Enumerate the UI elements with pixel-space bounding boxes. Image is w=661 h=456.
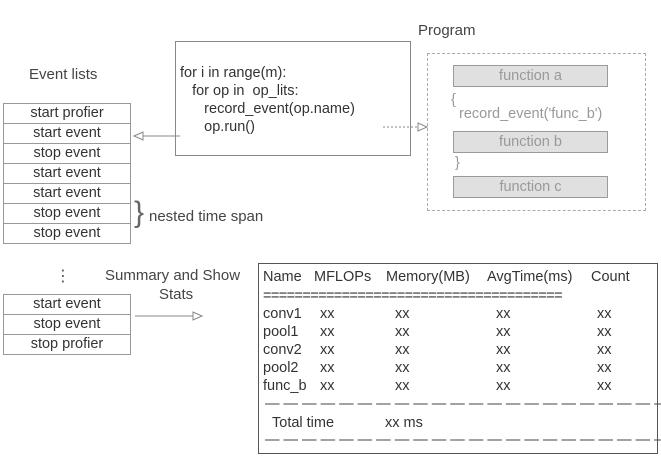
header-separator: ====================================== <box>263 288 563 304</box>
row-cell: xx <box>320 378 335 394</box>
event-list: start profier start event stop event sta… <box>3 103 131 244</box>
code-line: record_event(op.name) <box>180 101 355 117</box>
row-cell: xx <box>395 378 410 394</box>
row-name: conv1 <box>263 306 302 322</box>
row-name: func_b <box>263 378 307 394</box>
row-cell: xx <box>597 342 612 358</box>
row-name: conv2 <box>263 342 302 358</box>
program-label: Program <box>418 22 476 39</box>
nested-brace: } <box>134 196 145 229</box>
header-name: Name <box>263 269 302 285</box>
row-cell: xx <box>496 342 511 358</box>
function-a-block: function a <box>453 65 608 87</box>
row-cell: xx <box>395 360 410 376</box>
brace-close: } <box>455 155 460 171</box>
stats-table: Name MFLOPs Memory(MB) AvgTime(ms) Count… <box>258 263 661 454</box>
row-cell: xx <box>496 306 511 322</box>
arrow-to-event-list <box>132 131 180 141</box>
summary-label-line2: Stats <box>159 286 194 303</box>
event-item: stop event <box>3 223 131 244</box>
header-avgtime: AvgTime(ms) <box>487 269 573 285</box>
row-cell: xx <box>320 342 335 358</box>
summary-label-line1: Summary and Show <box>105 267 241 284</box>
row-cell: xx <box>395 306 410 322</box>
row-cell: xx <box>597 378 612 394</box>
total-time-value: xx ms <box>385 415 423 431</box>
record-event-func-b: record_event('func_b') <box>459 106 603 122</box>
header-memory: Memory(MB) <box>386 269 470 285</box>
dash-separator-bottom: — — — — — — — — — — — — — — — — — — — — … <box>265 432 661 448</box>
row-name: pool1 <box>263 324 299 340</box>
total-time-label: Total time <box>272 415 335 431</box>
row-name: pool2 <box>263 360 299 376</box>
arrow-to-program <box>383 122 429 132</box>
code-line: op.run() <box>180 119 255 135</box>
event-lists-label: Event lists <box>29 66 98 83</box>
header-count: Count <box>591 269 630 285</box>
arrow-to-stats <box>135 311 204 321</box>
row-cell: xx <box>320 306 335 322</box>
row-cell: xx <box>496 324 511 340</box>
row-cell: xx <box>320 324 335 340</box>
row-cell: xx <box>320 360 335 376</box>
code-box: for i in range(m): for op in op_lits: re… <box>175 41 411 156</box>
row-cell: xx <box>496 378 511 394</box>
row-cell: xx <box>597 360 612 376</box>
brace-open: { <box>451 92 456 108</box>
event-item: stop profier <box>3 334 131 355</box>
code-line: for i in range(m): <box>180 65 287 81</box>
nested-time-span-label: nested time span <box>149 208 264 225</box>
vertical-ellipsis: ⋮ <box>55 268 71 285</box>
dash-separator-top: — — — — — — — — — — — — — — — — — — — — … <box>265 396 661 412</box>
event-list-tail: start event stop event stop profier <box>3 294 131 355</box>
row-cell: xx <box>496 360 511 376</box>
row-cell: xx <box>395 342 410 358</box>
row-cell: xx <box>395 324 410 340</box>
header-mflops: MFLOPs <box>314 269 372 285</box>
program-box: function a { record_event('func_b') func… <box>427 53 646 211</box>
function-c-block: function c <box>453 176 608 198</box>
row-cell: xx <box>597 306 612 322</box>
row-cell: xx <box>597 324 612 340</box>
function-b-block: function b <box>453 131 608 153</box>
code-line: for op in op_lits: <box>180 83 299 99</box>
